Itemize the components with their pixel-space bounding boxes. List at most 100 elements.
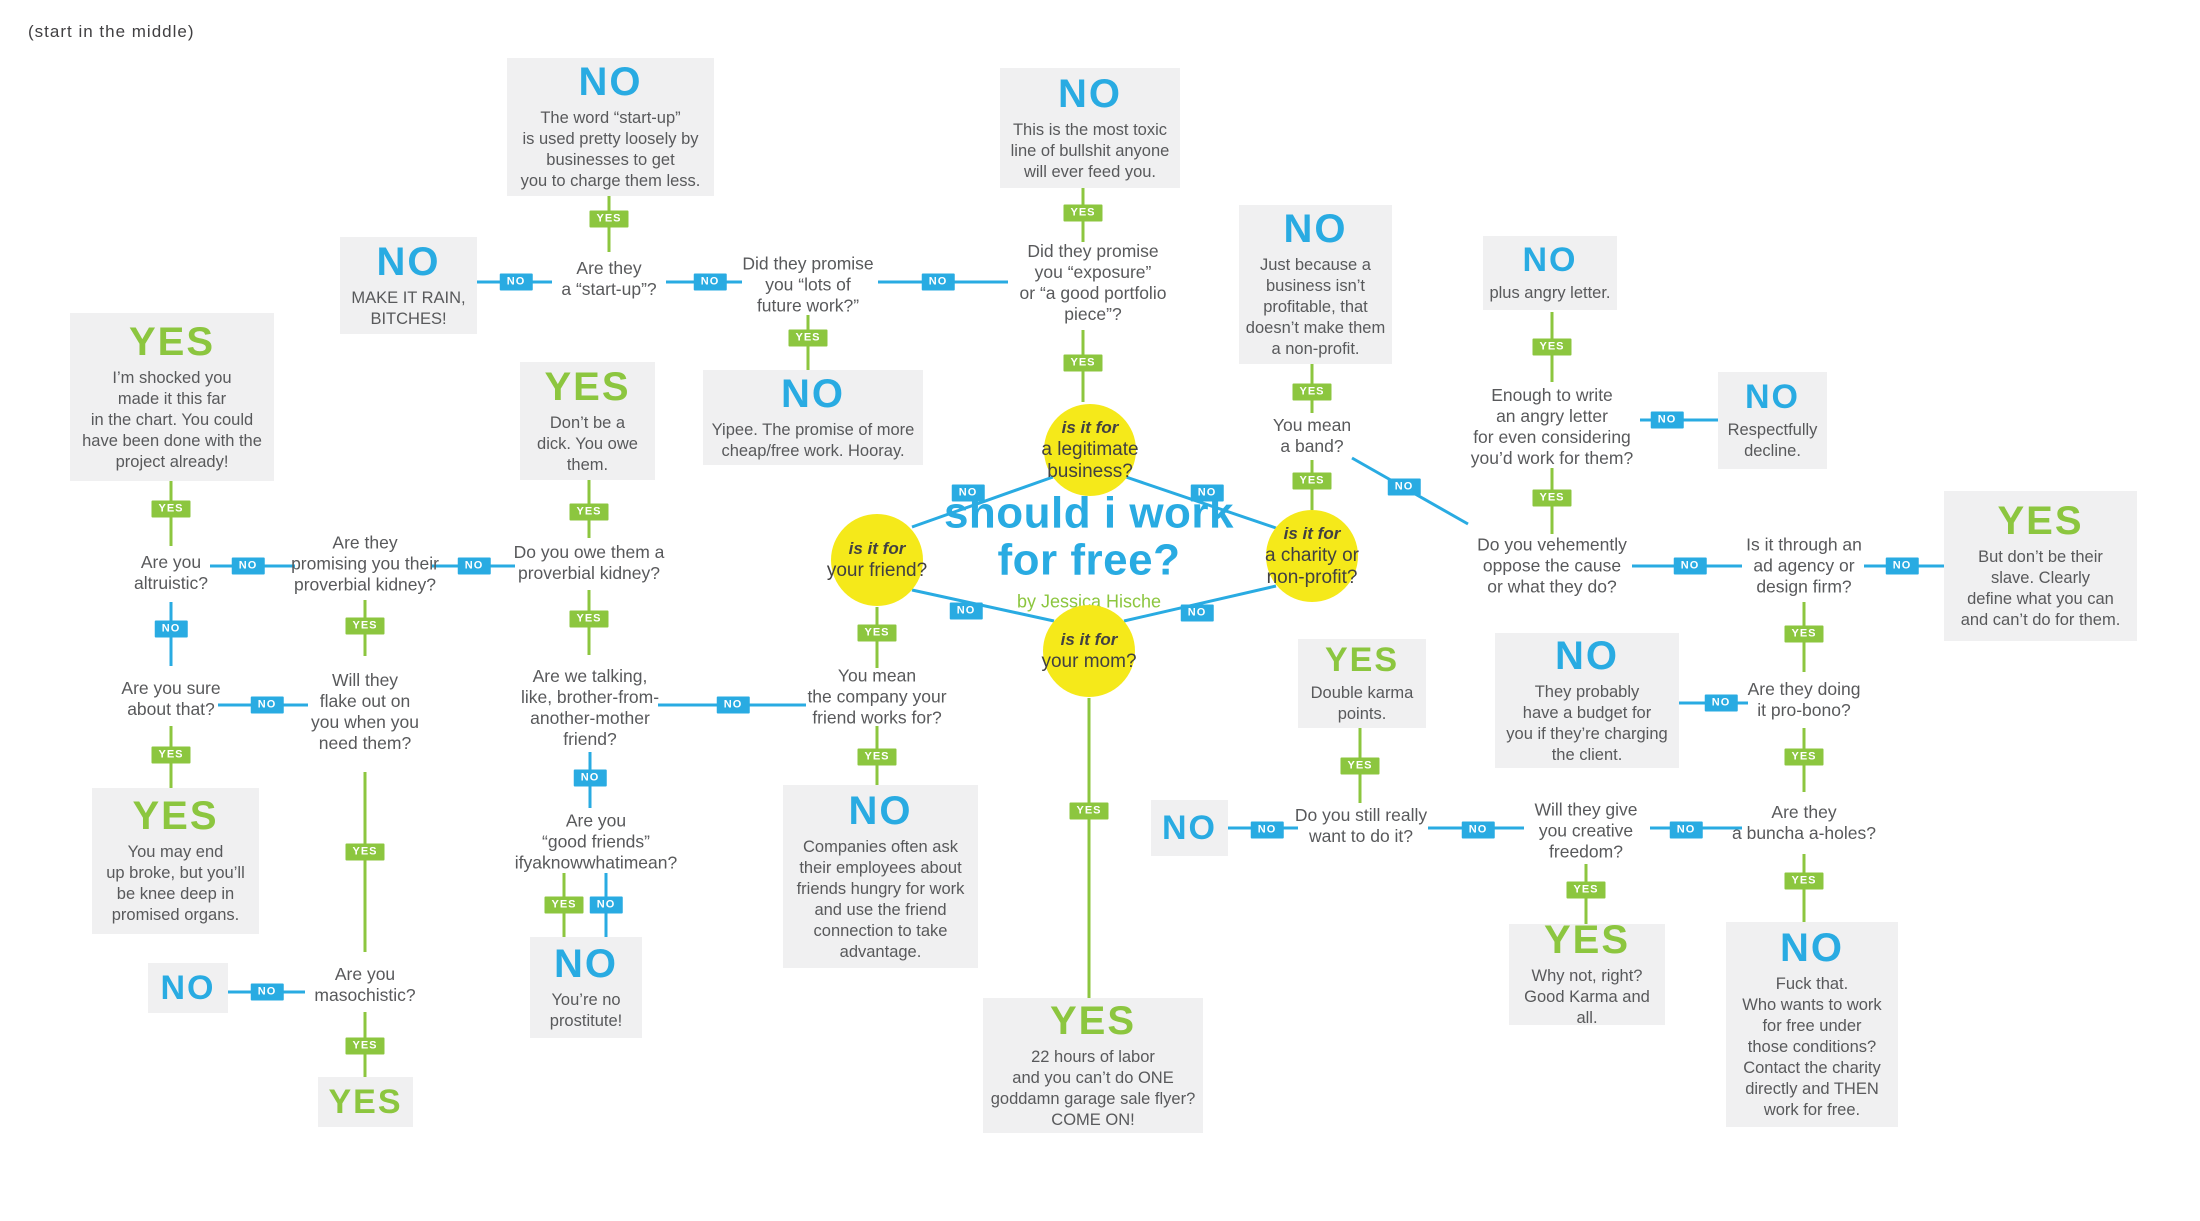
answer-text: They probably have a budget for you if t… (1506, 682, 1668, 764)
edge-label-yes-icon: YES (1566, 881, 1606, 899)
answer-box-fuck-that: NO Fuck that. Who wants to work for free… (1726, 922, 1898, 1127)
edge-label-no-icon: NO (1885, 557, 1919, 575)
answer-text: Just because a business isn’t profitable… (1245, 256, 1386, 358)
answer-text: MAKE IT RAIN, BITCHES! (351, 288, 466, 328)
edge-label-yes-icon: YES (1063, 204, 1103, 222)
edge-label-no-icon: NO (1673, 557, 1707, 575)
answer-text: The word “start-up” is used pretty loose… (520, 109, 701, 190)
answer-label-yes: YES (544, 364, 631, 409)
edge-label-no-icon: NO (1190, 484, 1224, 502)
circle-prefix: is it for (1283, 524, 1341, 543)
answer-text: Why not, right? Good Karma and all. (1524, 967, 1650, 1027)
answer-box-double-karma: YES Double karma points. (1298, 639, 1426, 728)
edge-label-yes-icon: YES (1784, 625, 1824, 643)
edge-label-no-icon: NO (231, 557, 265, 575)
edge-label-no-icon: NO (921, 273, 955, 291)
answer-label-no: NO (1162, 809, 1217, 847)
question-pro-bono: Are they doing it pro-bono? (1747, 679, 1861, 720)
answer-text: Fuck that. Who wants to work for free un… (1742, 975, 1882, 1119)
answer-label-yes: YES (1543, 918, 1631, 962)
question-promising-kidney: Are they promising you their proverbial … (291, 532, 439, 595)
answer-label-no: NO (1058, 71, 1122, 116)
circle-question: a legitimate business? (1041, 439, 1139, 482)
question-angry-letter: Enough to write an angry letter for even… (1470, 385, 1634, 468)
question-good-friends: Are you “good friends” ifyaknowwhatimean… (514, 810, 678, 873)
edge-label-no-icon: NO (1250, 821, 1284, 839)
question-sure-about-that: Are you sure about that? (121, 678, 221, 719)
answer-text: You may end up broke, but you’ll be knee… (106, 843, 245, 924)
question-owe-kidney: Do you owe them a proverbial kidney? (513, 542, 665, 583)
answer-label-yes: YES (132, 794, 219, 838)
question-creative-freedom: Will they give you creative freedom? (1534, 799, 1638, 862)
edge-label-yes-icon: YES (1340, 757, 1380, 775)
edge-label-no-icon: NO (949, 602, 983, 620)
answer-text: But don’t be their slave. Clearly define… (1960, 548, 2121, 629)
edge-label-no-icon: NO (154, 620, 188, 638)
answer-box-companies: NO Companies often ask their employees a… (783, 785, 978, 968)
answer-label-yes: YES (1324, 640, 1400, 679)
edge-label-no-icon: NO (1650, 411, 1684, 429)
edge-label-yes-icon: YES (1292, 383, 1332, 401)
answer-box-why-not: YES Why not, right? Good Karma and all. (1509, 920, 1665, 1027)
answer-text: Double karma points. (1310, 683, 1414, 723)
answer-box-respectfully: NO Respectfully decline. (1718, 372, 1827, 469)
circle-prefix: is it for (1060, 630, 1118, 649)
edge-label-yes-icon: YES (1532, 489, 1572, 507)
edge-label-no-icon: NO (951, 484, 985, 502)
edge-label-no-icon: NO (1387, 478, 1421, 496)
question-company-friend: You mean the company your friend works f… (807, 665, 947, 728)
edge-label-no-icon: NO (1669, 821, 1703, 839)
answer-box-not-nonprofit: NO Just because a business isn’t profita… (1239, 205, 1392, 364)
question-altruistic: Are you altruistic? (134, 552, 208, 593)
answer-box-yipee: NO Yipee. The promise of more cheap/free… (703, 370, 923, 465)
answer-label-no: NO (554, 941, 618, 986)
answer-box-not-slave: YES But don’t be their slave. Clearly de… (1944, 491, 2137, 641)
edge-label-yes-icon: YES (345, 617, 385, 635)
circle-prefix: is it for (848, 539, 906, 558)
edge-label-yes-icon: YES (151, 746, 191, 764)
edge-label-no-icon: NO (1704, 694, 1738, 712)
answer-box-plus-angry: NO plus angry letter. (1483, 236, 1617, 310)
question-startup: Are they a “start-up”? (561, 258, 657, 299)
answer-label-no: NO (1780, 926, 1844, 970)
answer-label-yes: YES (1997, 499, 2084, 543)
answer-box-broke: YES You may end up broke, but you’ll be … (92, 788, 259, 934)
answer-text: Respectfully decline. (1727, 420, 1818, 460)
question-band: You mean a band? (1272, 415, 1352, 456)
edge-label-yes-icon: YES (857, 748, 897, 766)
answer-label-yes: YES (128, 319, 216, 364)
edge-label-no-icon: NO (499, 273, 533, 291)
edge-label-no-icon: NO (250, 983, 284, 1001)
edge-label-yes-icon: YES (1069, 802, 1109, 820)
start-hint: (start in the middle) (28, 22, 195, 41)
answer-label-no: NO (848, 788, 913, 833)
edge-label-no-icon: NO (589, 896, 623, 914)
answer-text: 22 hours of labor and you can’t do ONE g… (990, 1047, 1196, 1129)
answer-label-no: NO (1522, 240, 1578, 279)
question-ad-agency: Is it through an ad agency or design fir… (1746, 534, 1862, 597)
edge-label-yes-icon: YES (345, 1037, 385, 1055)
answer-text: plus angry letter. (1489, 283, 1611, 302)
answer-box-dont-be-dick: YES Don’t be a dick. You owe them. (520, 362, 655, 480)
answer-box-no-left: NO (148, 963, 228, 1013)
answer-label-no: NO (578, 60, 643, 104)
edge-label-yes-icon: YES (569, 610, 609, 628)
answer-text: Companies often ask their employees abou… (796, 837, 965, 961)
answer-box-no-right: NO (1151, 800, 1228, 856)
edge-label-no-icon: NO (457, 557, 491, 575)
edge-label-yes-icon: YES (569, 503, 609, 521)
answer-box-make-it-rain: NO MAKE IT RAIN, BITCHES! (340, 237, 477, 334)
edge-label-no-icon: NO (693, 273, 727, 291)
answer-box-22-hours: YES 22 hours of labor and you can’t do O… (983, 998, 1203, 1133)
edge-label-yes-icon: YES (1784, 872, 1824, 890)
edge-label-yes-icon: YES (544, 896, 584, 914)
